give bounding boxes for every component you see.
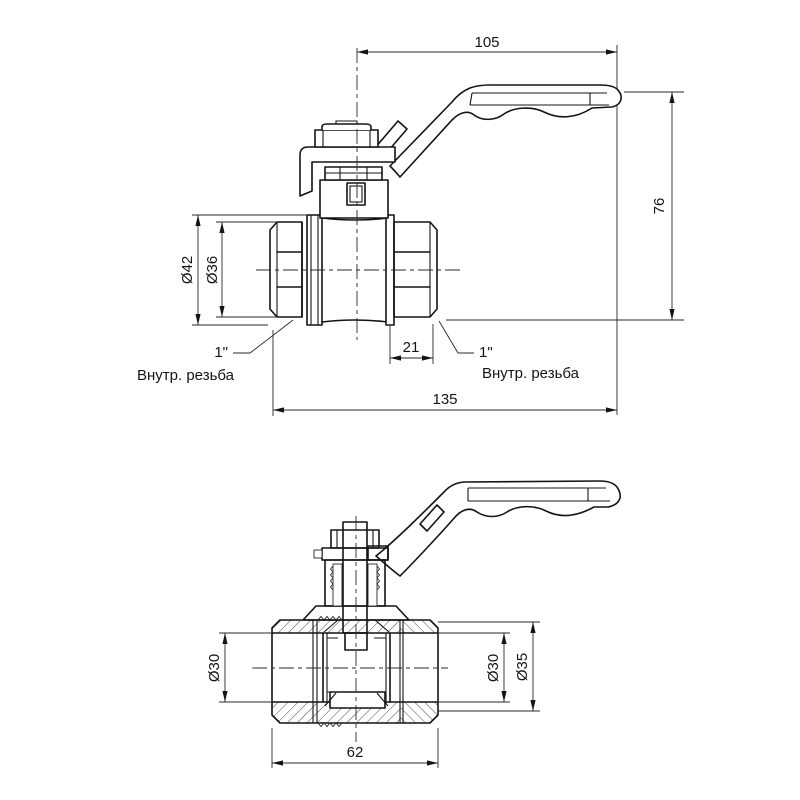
body-wall-hatch [272, 620, 400, 633]
stem-assembly-side [299, 120, 396, 219]
left-hex-cap [269, 221, 303, 318]
stem-assembly-section [302, 521, 410, 652]
port-size-label-right: 1" [479, 344, 493, 361]
handle-fold-tab-section [419, 504, 445, 532]
dim-label-105: 105 [474, 34, 499, 51]
dim-label-30-right: Ø30 [485, 654, 502, 682]
arrowhead [219, 306, 225, 317]
valve-handle-section [367, 480, 621, 577]
port-thread-label-right: Внутр. резьба [482, 365, 580, 382]
arrowhead [422, 355, 433, 361]
port-size-label-left: 1" [214, 344, 228, 361]
packing-thread-zigzag [329, 565, 334, 591]
flange-step [313, 549, 323, 559]
seat-chamfer [376, 692, 389, 707]
packing-gap [367, 563, 378, 607]
valve-body-side [269, 214, 438, 326]
arrowhead [195, 215, 201, 226]
stem-nut [314, 129, 379, 148]
dim-label-21: 21 [403, 339, 420, 356]
arrowhead [501, 633, 507, 644]
dim-label-135: 135 [432, 391, 457, 408]
arrowhead [606, 49, 617, 55]
arrowhead [222, 633, 228, 644]
dimensions-top-view: 105 76 Ø42 Ø36 [137, 34, 684, 416]
packing-thread-zigzag [376, 565, 381, 591]
handle-panel-line [469, 92, 473, 106]
arrowhead [222, 691, 228, 702]
nut-cap [321, 123, 372, 131]
arrowhead [669, 92, 675, 103]
arrowhead [273, 407, 284, 413]
arrowhead [427, 760, 438, 766]
handle-outline [389, 84, 622, 178]
body-bottom-edge [321, 319, 389, 323]
port-thread-label-left: Внутр. резьба [137, 367, 235, 384]
cone-line [323, 619, 339, 633]
leader-right-port [438, 320, 474, 354]
cone-line [374, 619, 390, 633]
dim-label-76: 76 [651, 198, 668, 215]
packing-gap [332, 563, 343, 607]
body-wall-hatch [400, 702, 438, 723]
seat-chamfer [324, 692, 337, 707]
arrowhead [219, 222, 225, 233]
arrowhead [606, 407, 617, 413]
arrowhead [530, 622, 536, 633]
dimensions-section-view: Ø30 Ø30 Ø35 62 [206, 621, 540, 768]
dim-label-36: Ø36 [204, 256, 221, 284]
stem-section [342, 521, 368, 634]
handle-outline-section [375, 480, 621, 577]
leader-left-port [233, 319, 294, 354]
arrowhead [501, 691, 507, 702]
section-view: Ø30 Ø30 Ø35 62 [206, 480, 621, 768]
arrowhead [390, 355, 401, 361]
bonnet-flange [302, 605, 410, 621]
arrowhead [530, 700, 536, 711]
arrowhead [195, 314, 201, 325]
marking-window-inner [349, 185, 363, 203]
valve-seat [329, 691, 386, 709]
valve-handle-side [373, 84, 622, 178]
arrowhead [357, 49, 368, 55]
packing-nut [330, 529, 380, 549]
top-view: 105 76 Ø42 Ø36 [137, 34, 684, 416]
dim-label-42: Ø42 [179, 256, 196, 284]
dim-label-30-left: Ø30 [206, 654, 223, 682]
arrowhead [669, 309, 675, 320]
body-wall-hatch [400, 620, 438, 633]
dim-label-62: 62 [347, 744, 364, 761]
handle-bracket [299, 146, 396, 197]
marking-window [346, 182, 366, 206]
arrowhead [272, 760, 283, 766]
dim-label-35: Ø35 [514, 653, 531, 681]
thread-zigzag [317, 722, 343, 728]
